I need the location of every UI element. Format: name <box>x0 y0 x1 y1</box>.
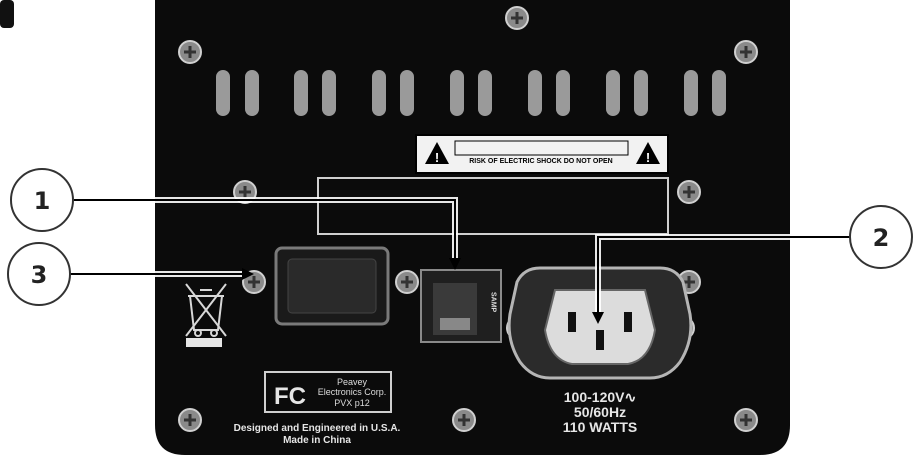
made-in-text: Made in China <box>283 435 351 446</box>
warning-label: ! ! RISK OF ELECTRIC SHOCK DO NOT OPEN <box>415 134 669 174</box>
weee-bar <box>186 338 222 347</box>
fcc-company-line2: Electronics Corp. <box>318 387 387 397</box>
voltage-rating: 100-120V∿ <box>564 389 636 405</box>
callout-leaders <box>70 199 851 316</box>
screw-icon <box>733 407 759 433</box>
warning-triangle-icon <box>636 142 660 164</box>
svg-text:!: ! <box>646 150 650 165</box>
corner-artifact <box>0 0 14 28</box>
callout-number: 2 <box>873 224 890 252</box>
screw-icon <box>451 407 477 433</box>
warning-triangle-icon <box>425 142 449 164</box>
screw-icon <box>504 5 530 31</box>
callout-3: 3 <box>7 242 71 306</box>
svg-text:!: ! <box>435 150 439 165</box>
arrowhead <box>592 312 604 324</box>
callout-number: 3 <box>31 261 48 289</box>
screw-icon <box>177 39 203 65</box>
label-outline <box>317 177 669 235</box>
callout-number: 1 <box>34 187 51 215</box>
screw-icon <box>177 407 203 433</box>
screw-icon <box>394 269 420 295</box>
ac-power-inlet <box>507 266 693 380</box>
selector-switch: SAMP <box>420 269 502 343</box>
switch-label: SAMP <box>490 292 497 313</box>
screw-icon <box>676 179 702 205</box>
screw-icon <box>733 39 759 65</box>
power-rocker-switch <box>274 246 390 326</box>
designed-in-text: Designed and Engineered in U.S.A. <box>234 423 401 434</box>
warning-text: RISK OF ELECTRIC SHOCK DO NOT OPEN <box>469 158 613 165</box>
fcc-logo: FC <box>274 383 306 410</box>
frequency-rating: 50/60Hz <box>574 404 626 420</box>
fcc-model: PVX p12 <box>334 398 370 408</box>
arrowhead <box>449 258 461 270</box>
weee-bin-icon <box>185 283 227 337</box>
callout-2: 2 <box>849 205 913 269</box>
fcc-company-line1: Peavey <box>337 377 368 387</box>
wattage-rating: 110 WATTS <box>563 419 637 435</box>
fcc-label: FC Peavey Electronics Corp. PVX p12 <box>264 371 392 413</box>
vent-slots <box>216 70 726 116</box>
callout-1: 1 <box>10 168 74 232</box>
arrowhead <box>242 268 254 280</box>
rear-panel <box>155 0 790 455</box>
